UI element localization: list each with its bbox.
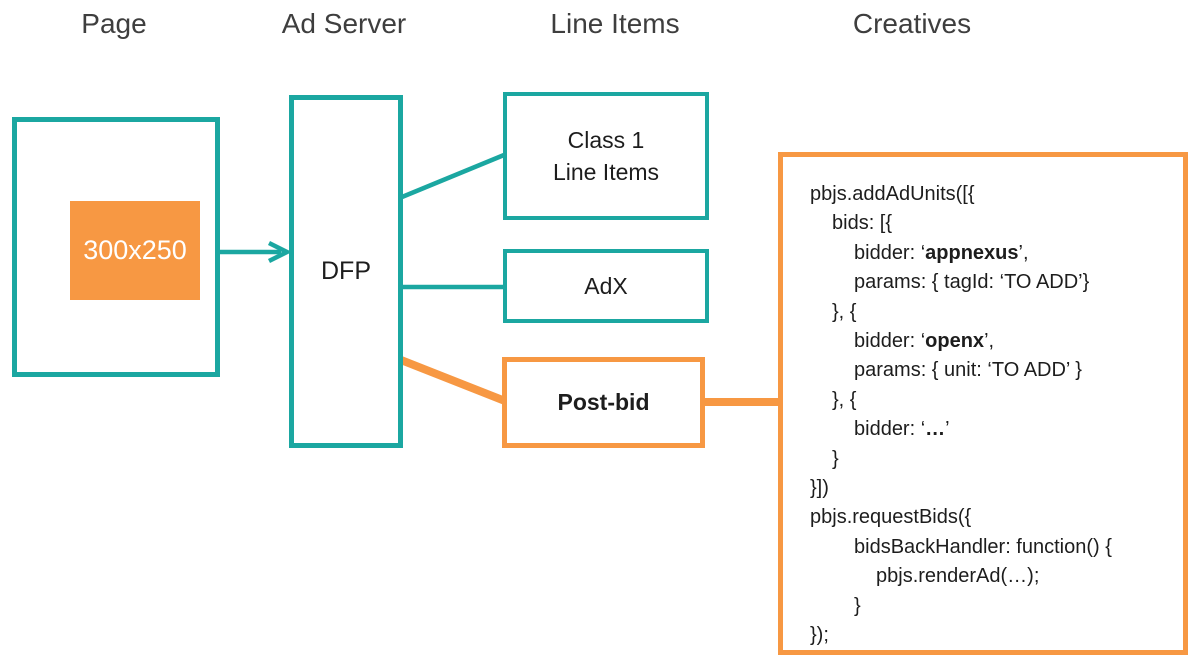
- code-line: params: { tagId: ‘TO ADD’}: [854, 271, 1090, 294]
- code-line: pbjs.addAdUnits([{: [810, 183, 975, 205]
- adx-label: AdX: [584, 272, 628, 299]
- class1-line-items-box: Class 1 Line Items: [503, 92, 709, 220]
- column-header-creatives: Creatives: [852, 8, 972, 39]
- column-header-page: Page: [81, 8, 147, 39]
- ad-slot-300x250: 300x250: [70, 201, 200, 300]
- connector-dfp-to-postbid: [399, 356, 507, 405]
- postbid-box: Post-bid: [502, 357, 705, 448]
- code-line: bids: [{: [832, 212, 893, 235]
- code-line: bidder: ‘…’: [854, 418, 950, 441]
- class1-label-line2: Line Items: [552, 159, 660, 185]
- connector-dfp-to-class1: [401, 152, 505, 200]
- code-line: });: [810, 624, 829, 647]
- column-header-ad-server: Ad Server: [281, 8, 407, 39]
- dfp-box: DFP: [289, 95, 403, 448]
- adx-box: AdX: [503, 249, 709, 323]
- code-block: pbjs.addAdUnits([{ bids: [{ bidder: ‘appne…: [810, 180, 1175, 651]
- code-line: bidder: ‘openx’,: [854, 330, 995, 353]
- code-line: }: [854, 594, 861, 617]
- postbid-label: Post-bid: [557, 389, 650, 415]
- dfp-label: DFP: [321, 257, 371, 285]
- creatives-code-box: pbjs.addAdUnits([{ bids: [{ bidder: ‘appne…: [778, 152, 1188, 655]
- code-line: }, {: [832, 300, 857, 323]
- class1-label: Class 1 Line Items: [553, 124, 659, 188]
- code-line: bidsBackHandler: function() {: [854, 535, 1112, 558]
- code-line: pbjs.renderAd(…);: [876, 565, 1040, 588]
- column-header-line-items: Line Items: [550, 8, 680, 39]
- code-line: }: [832, 447, 839, 470]
- code-line: }]): [810, 477, 829, 500]
- code-line: pbjs.requestBids({: [810, 506, 972, 529]
- class1-label-line1: Class 1: [567, 126, 645, 153]
- code-line: params: { unit: ‘TO ADD’ }: [854, 359, 1082, 382]
- arrowhead-icon: [267, 240, 293, 264]
- code-line: bidder: ‘appnexus’,: [854, 241, 1029, 264]
- code-line: }, {: [832, 388, 857, 411]
